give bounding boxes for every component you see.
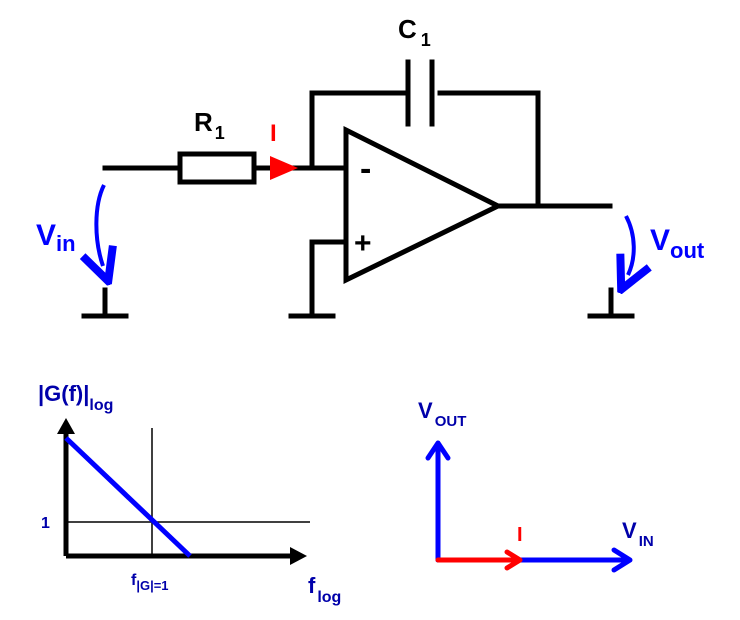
bode-crossover-label: f|G|=1 (131, 572, 169, 593)
resistor-icon (177, 151, 257, 185)
phasor-current-arrow-icon (504, 549, 523, 571)
vout-label: Vout (650, 224, 705, 263)
opamp-icon (343, 125, 504, 284)
bode-unity-label: 1 (41, 515, 50, 532)
vin-arrow-icon (96, 184, 104, 266)
bode-ylabel: |G(f)|log (38, 381, 113, 414)
opamp-plus-sign: + (354, 227, 372, 260)
ground-icon (81, 287, 129, 319)
bode-gain-curve (64, 436, 192, 558)
vin-label: Vin (36, 219, 76, 256)
feedback-wire-left (309, 90, 388, 171)
vout-arrow-icon (626, 215, 634, 275)
current-label: I (270, 120, 277, 147)
bode-x-arrow-icon (290, 547, 307, 565)
phasor-vin-arrow-icon (611, 547, 633, 573)
ground-icon (587, 287, 635, 319)
phasor-diagram (425, 440, 633, 573)
phasor-current-label: I (517, 524, 523, 546)
opamp-minus-sign: - (360, 150, 371, 188)
circuit (81, 59, 635, 319)
capacitor-icon (382, 59, 465, 127)
phasor-vout-arrow-icon (425, 440, 451, 461)
bode-y-arrow-icon (57, 418, 75, 434)
current-arrow-icon (270, 156, 298, 180)
feedback-wire-right (459, 90, 541, 209)
plus-input-wire (309, 239, 349, 319)
bode-plot (57, 418, 310, 565)
